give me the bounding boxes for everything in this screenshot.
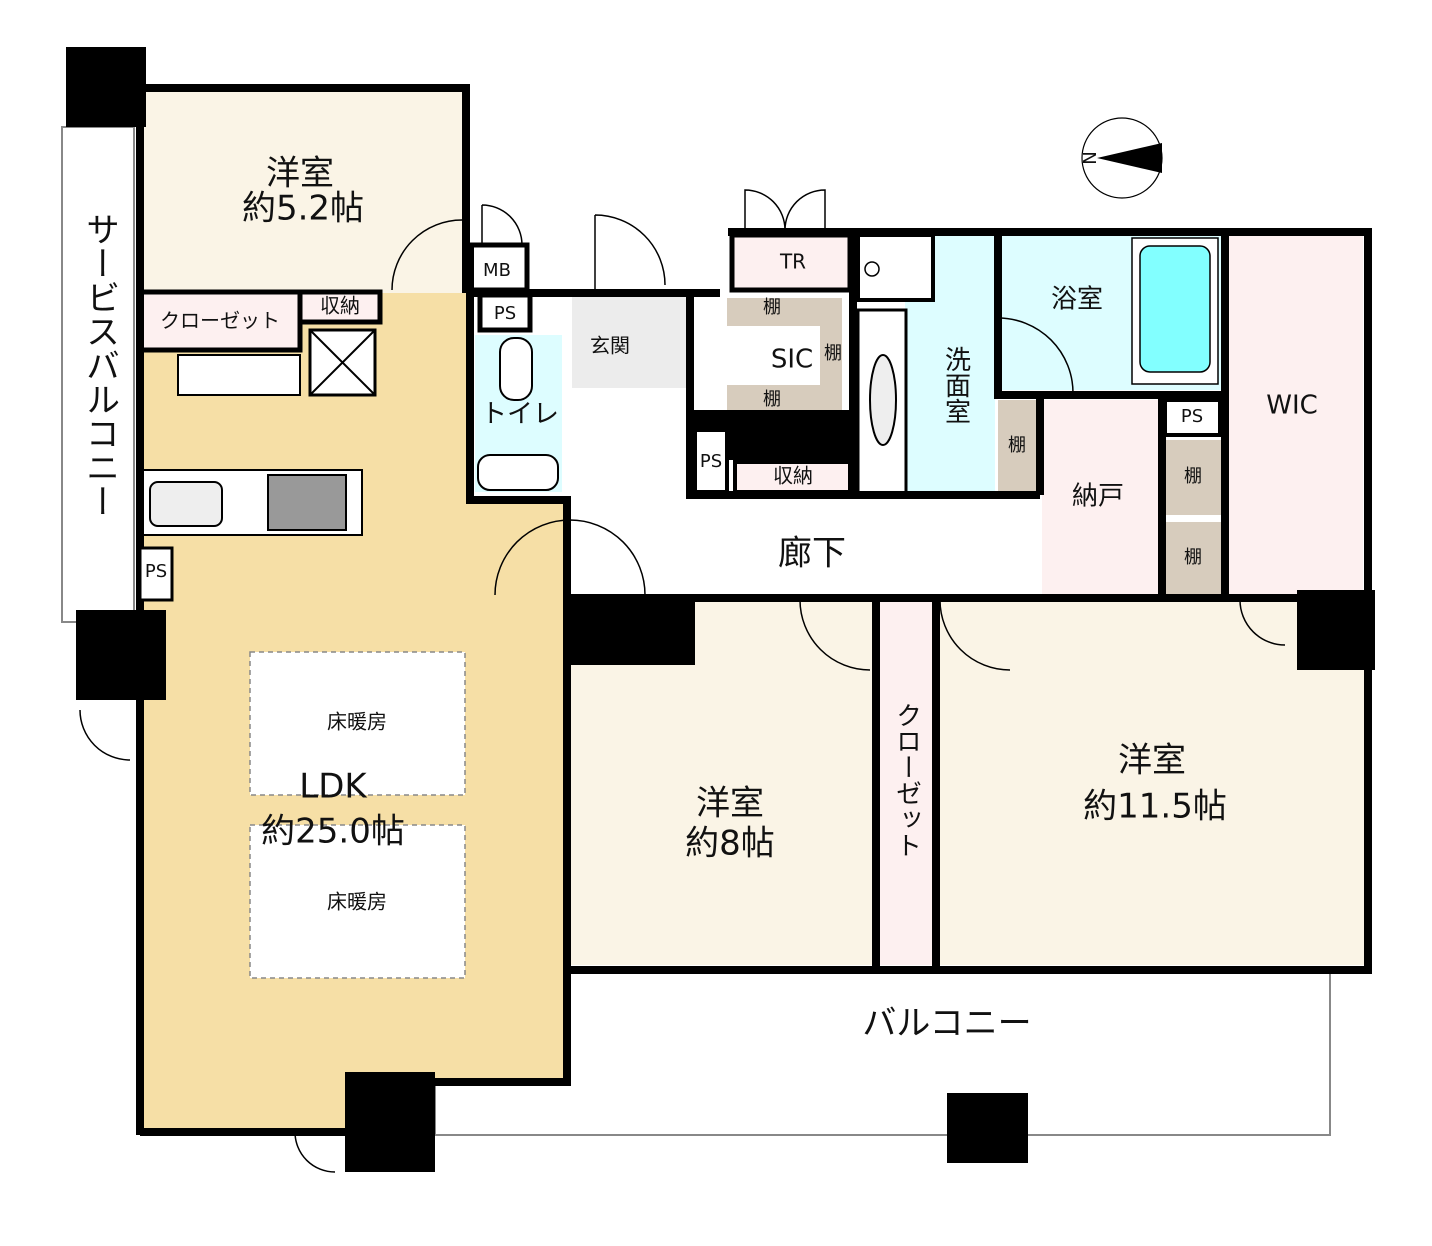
wic-shelf-2 bbox=[1165, 522, 1223, 595]
storeroom-label: 納戸 bbox=[1072, 482, 1124, 512]
western-small-size: 約5.2帖 bbox=[242, 189, 364, 229]
western-room-small bbox=[140, 88, 465, 293]
western-room-large bbox=[938, 600, 1365, 965]
wic-shelf-1 bbox=[1165, 440, 1223, 515]
floor-heating-2-area bbox=[249, 824, 466, 979]
closet-mid-label: クローゼット bbox=[892, 702, 922, 858]
western-mid-name: 洋室 bbox=[696, 784, 764, 824]
hallway-label: 廊下 bbox=[778, 534, 846, 574]
pillar bbox=[76, 610, 166, 700]
ps-hall-box bbox=[693, 428, 729, 494]
toilet-sink-icon bbox=[477, 454, 559, 491]
bathtub-icon bbox=[1139, 245, 1211, 373]
pillar bbox=[570, 600, 695, 665]
ps-kitchen-label: PS bbox=[145, 561, 167, 582]
pillar bbox=[1297, 590, 1375, 670]
balcony-area bbox=[434, 967, 1331, 1136]
service-balcony-area bbox=[61, 126, 135, 623]
washbasin-icon bbox=[869, 354, 897, 446]
floor-heating-1-area bbox=[249, 651, 466, 796]
sic-shelf-bottom bbox=[727, 385, 842, 410]
balcony-label: バルコニー bbox=[862, 1004, 1031, 1044]
ldk-name: LDK bbox=[299, 767, 368, 807]
washroom-label: 洗面室 bbox=[941, 346, 971, 424]
tr-area bbox=[729, 232, 853, 293]
ldk-size: 約25.0帖 bbox=[261, 812, 405, 852]
sic-shelf-right bbox=[820, 298, 842, 410]
closet-top-label: クローゼット bbox=[160, 309, 280, 333]
ps-toilet-label: PS bbox=[494, 303, 516, 324]
storage-hall bbox=[733, 460, 852, 494]
western-small-name: 洋室 bbox=[266, 154, 334, 194]
sic-shelf-right-label: 棚 bbox=[824, 343, 842, 364]
floor-heating-2-label: 床暖房 bbox=[327, 890, 387, 914]
mb-label: MB bbox=[483, 260, 511, 281]
compass-icon: N bbox=[1078, 117, 1163, 199]
toilet-label: トイレ bbox=[481, 400, 559, 430]
ps-wic-label: PS bbox=[1181, 406, 1203, 427]
western-large-size: 約11.5帖 bbox=[1083, 787, 1227, 827]
ps-kitchen-box bbox=[138, 546, 174, 602]
entrance-area bbox=[572, 295, 690, 388]
bathroom-label: 浴室 bbox=[1051, 285, 1103, 315]
washroom-shelf-label: 棚 bbox=[1008, 435, 1026, 456]
pillar bbox=[947, 1093, 1028, 1163]
sic-label: SIC bbox=[771, 345, 813, 375]
pillar bbox=[66, 47, 146, 127]
ps-hall-label: PS bbox=[700, 451, 722, 472]
entrance-label: 玄関 bbox=[590, 334, 630, 358]
tr-label: TR bbox=[779, 250, 806, 274]
wic-shelf-1-label: 棚 bbox=[1184, 466, 1202, 487]
storeroom-area bbox=[1042, 400, 1160, 595]
western-large-name: 洋室 bbox=[1118, 741, 1186, 781]
stove-icon bbox=[267, 474, 347, 531]
doors bbox=[79, 189, 1286, 1173]
floor-heating-1-label: 床暖房 bbox=[327, 710, 387, 734]
storage-top bbox=[297, 289, 383, 325]
storage-hall-label: 収納 bbox=[773, 464, 813, 488]
service-balcony-label: サービスバルコニー bbox=[80, 212, 120, 518]
wic-label: WIC bbox=[1266, 391, 1318, 421]
wic-area bbox=[1225, 235, 1363, 595]
sic-shelf-bottom-label: 棚 bbox=[763, 389, 781, 410]
storage-box-cross bbox=[309, 329, 376, 396]
wic-shelf-2-label: 棚 bbox=[1184, 547, 1202, 568]
pillar bbox=[345, 1072, 435, 1172]
drain-icon bbox=[864, 261, 880, 277]
toilet-bowl-icon bbox=[499, 337, 533, 401]
western-mid-size: 約8帖 bbox=[685, 824, 775, 864]
closet-mid bbox=[878, 600, 935, 965]
compass-label: N bbox=[1078, 151, 1099, 164]
washroom-shelf bbox=[998, 400, 1036, 492]
storage-top-label: 収納 bbox=[320, 294, 360, 318]
counter bbox=[177, 354, 301, 396]
sic-shelf-top-label: 棚 bbox=[763, 297, 781, 318]
sink-icon bbox=[149, 481, 223, 527]
